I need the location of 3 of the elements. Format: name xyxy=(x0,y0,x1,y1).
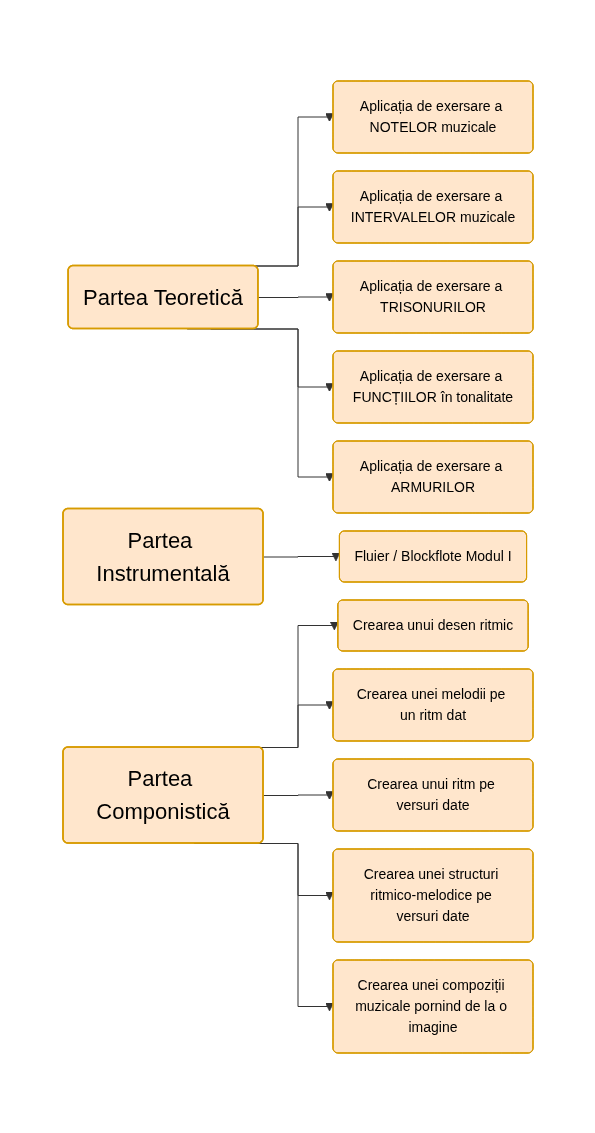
arrow xyxy=(262,790,334,800)
arrow xyxy=(262,552,340,561)
arrow xyxy=(257,292,334,302)
